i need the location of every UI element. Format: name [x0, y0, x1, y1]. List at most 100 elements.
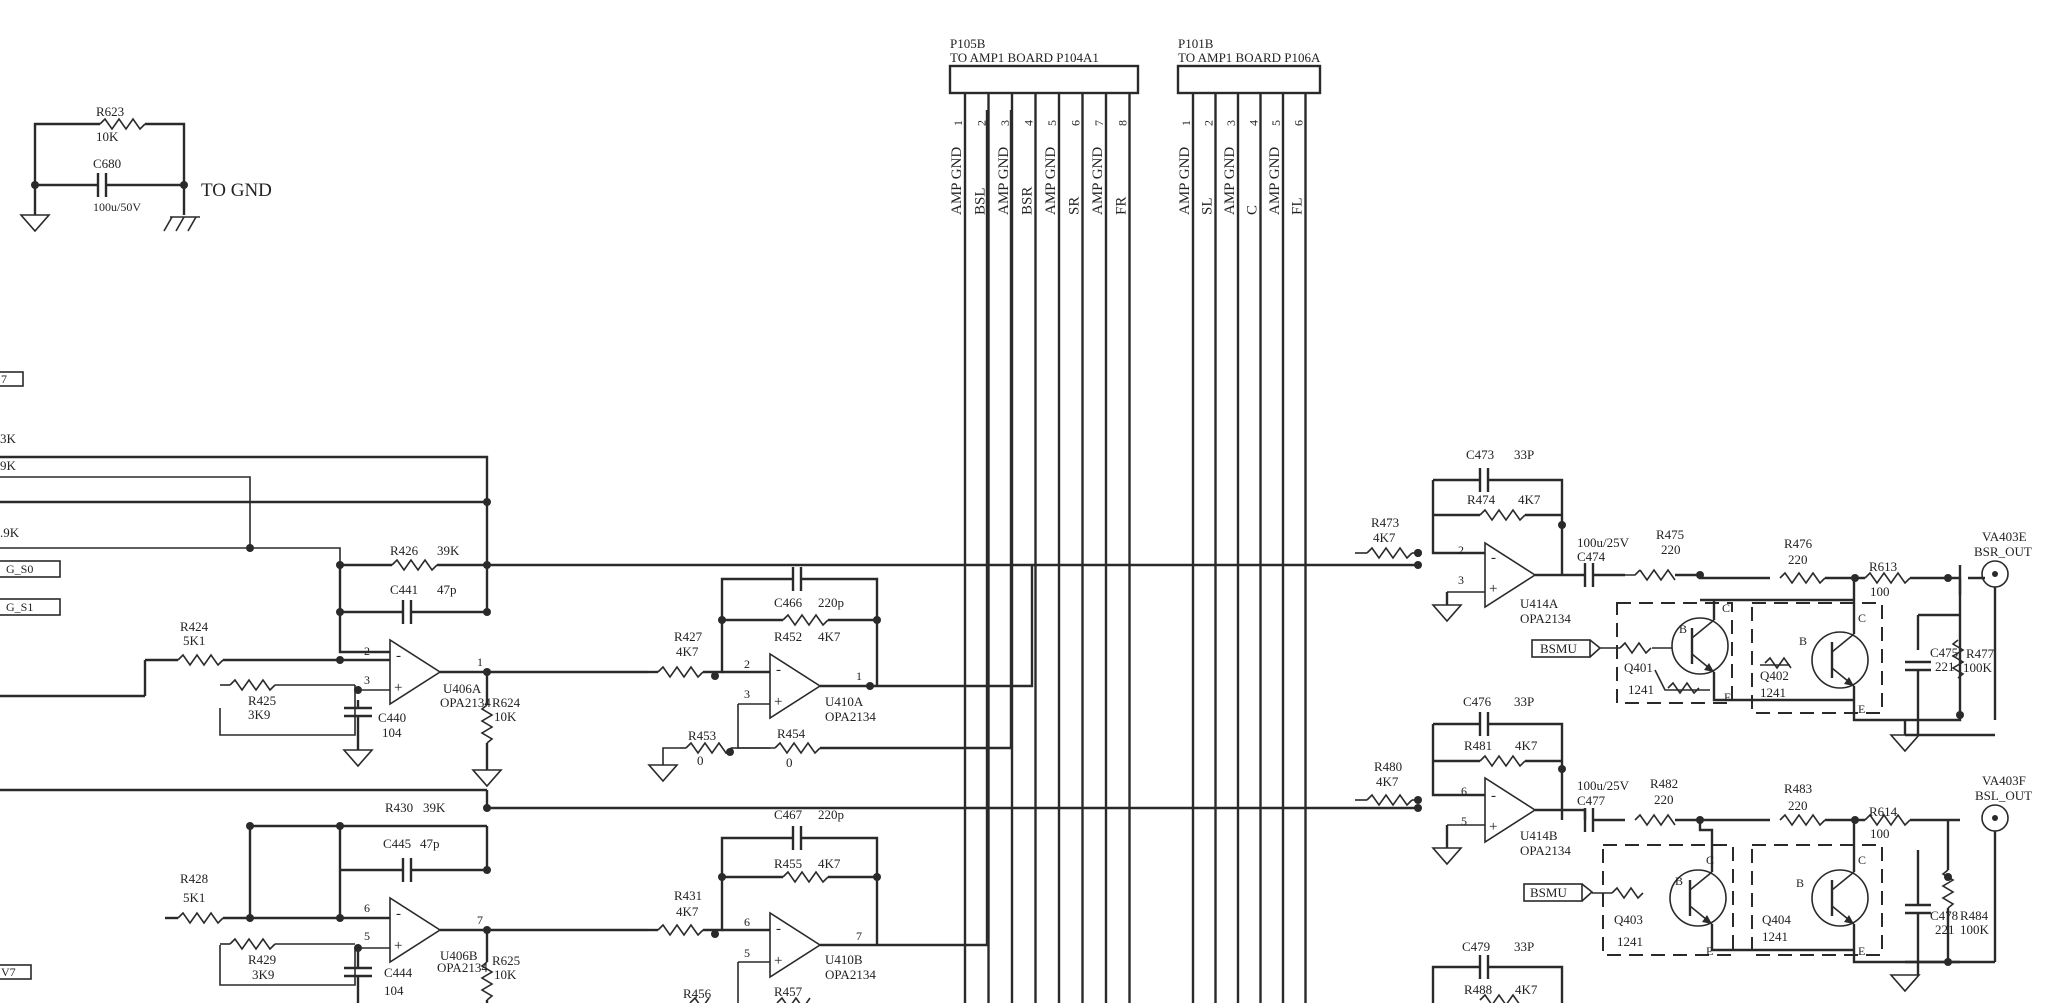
svg-text:47p: 47p: [437, 582, 457, 597]
p101b-signal-label: AMP GND: [1267, 147, 1283, 215]
svg-text:33P: 33P: [1514, 447, 1534, 462]
svg-text:C440: C440: [378, 710, 406, 725]
svg-text:-: -: [1491, 788, 1496, 804]
svg-text:C478: C478: [1930, 908, 1958, 923]
svg-text:4K7: 4K7: [1376, 774, 1399, 789]
svg-text:E: E: [1858, 944, 1865, 958]
svg-text:39K: 39K: [437, 543, 460, 558]
svg-text:U414B: U414B: [1520, 828, 1558, 843]
svg-text:-: -: [396, 648, 401, 664]
svg-text:4K7: 4K7: [676, 644, 699, 659]
svg-text:100: 100: [1870, 826, 1890, 841]
svg-text:1: 1: [856, 669, 862, 683]
svg-text:100u/25V: 100u/25V: [1577, 535, 1630, 550]
svg-text:C: C: [1858, 853, 1866, 867]
va403f-label: VA403F: [1982, 773, 2026, 788]
svg-text:1241: 1241: [1617, 934, 1643, 949]
svg-text:7: 7: [1, 372, 7, 386]
p105b-pin-number: 3: [998, 120, 1012, 126]
svg-text:220: 220: [1788, 798, 1808, 813]
svg-text:3K: 3K: [0, 431, 17, 446]
svg-text:1241: 1241: [1628, 682, 1654, 697]
p101b-signal-label: FL: [1290, 197, 1306, 215]
svg-text:220: 220: [1788, 552, 1808, 567]
svg-text:B: B: [1799, 634, 1807, 648]
svg-text:Q403: Q403: [1614, 912, 1643, 927]
svg-text:R480: R480: [1374, 759, 1402, 774]
svg-text:2: 2: [364, 644, 370, 658]
svg-text:1: 1: [477, 655, 483, 669]
p105b-pin-number: 4: [1022, 120, 1036, 126]
svg-text:39K: 39K: [423, 800, 446, 815]
stage1-bottom-circuit: R430 39K C445 47p R428 5K1 R429 3K9 C444…: [165, 790, 1335, 1003]
svg-text:10K: 10K: [494, 709, 517, 724]
p105b-signal-label: AMP GND: [1090, 147, 1106, 215]
svg-text:R424: R424: [180, 619, 209, 634]
p101b-signal-label: SL: [1200, 197, 1216, 215]
svg-text:3: 3: [364, 673, 370, 687]
p101b-signal-label: AMP GND: [1177, 147, 1193, 215]
svg-text:10K: 10K: [494, 967, 517, 982]
svg-text:+: +: [1489, 581, 1497, 597]
svg-text:100K: 100K: [1960, 922, 1990, 937]
p101b-pin-number: 3: [1224, 120, 1238, 126]
r623-label: R623: [96, 104, 124, 119]
svg-text:U410B: U410B: [825, 952, 863, 967]
svg-text:9K: 9K: [0, 458, 17, 473]
p105b-dest: TO AMP1 BOARD P104A1: [950, 50, 1099, 65]
svg-text:+: +: [774, 694, 782, 710]
svg-text:5K1: 5K1: [183, 633, 205, 648]
svg-text:C476: C476: [1463, 694, 1492, 709]
svg-text:104: 104: [384, 983, 404, 998]
svg-text:2: 2: [744, 657, 750, 671]
p101b-signal-label: C: [1245, 205, 1261, 215]
svg-text:1241: 1241: [1762, 929, 1788, 944]
svg-text:C441: C441: [390, 582, 418, 597]
svg-text:.9K: .9K: [0, 525, 20, 540]
svg-text:R431: R431: [674, 888, 702, 903]
svg-text:R456: R456: [683, 986, 712, 1001]
svg-text:C: C: [1722, 601, 1730, 615]
svg-text:R482: R482: [1650, 776, 1678, 791]
svg-text:E: E: [1706, 944, 1713, 958]
svg-text:+: +: [394, 680, 402, 696]
svg-text:5: 5: [744, 946, 750, 960]
svg-text:R624: R624: [492, 695, 521, 710]
output-top-circuit: C473 33P R474 4K7 R473 4K7 U414A OPA2134…: [1355, 447, 2032, 752]
p105b-pin-number: 5: [1045, 120, 1059, 126]
p101b-pin-number: 2: [1202, 120, 1216, 126]
svg-text:2: 2: [1458, 543, 1464, 557]
svg-text:R455: R455: [774, 856, 802, 871]
svg-text:3: 3: [1458, 573, 1464, 587]
svg-text:E: E: [1858, 702, 1865, 716]
svg-text:7: 7: [477, 913, 483, 927]
g-s1-port: G_S1: [6, 600, 33, 614]
svg-text:47p: 47p: [420, 836, 440, 851]
c680-value: 100u/50V: [93, 200, 141, 214]
p105b-name: P105B: [950, 36, 986, 51]
svg-text:R475: R475: [1656, 527, 1684, 542]
p101b-pin-number: 6: [1292, 120, 1306, 126]
svg-text:U406B: U406B: [440, 948, 478, 963]
svg-text:220: 220: [1654, 792, 1674, 807]
svg-text:OPA2134: OPA2134: [440, 695, 491, 710]
svg-text:5: 5: [364, 929, 370, 943]
svg-text:6: 6: [364, 901, 370, 915]
svg-text:0: 0: [786, 755, 793, 770]
svg-text:3K9: 3K9: [252, 967, 274, 982]
ground-tie-network: R623 10K C680 100u/50V TO GND: [20, 104, 272, 232]
p101b-dest: TO AMP1 BOARD P106A: [1178, 50, 1321, 65]
svg-text:U414A: U414A: [1520, 596, 1559, 611]
stage2-bottom-circuit: C467 220p R455 4K7 R431 4K7 R456 R457 U4…: [648, 110, 989, 1003]
svg-text:R473: R473: [1371, 515, 1399, 530]
svg-text:+: +: [394, 938, 402, 954]
svg-text:4K7: 4K7: [818, 856, 841, 871]
p101b-name: P101B: [1178, 36, 1214, 51]
svg-text:OPA2134: OPA2134: [825, 709, 876, 724]
svg-text:U410A: U410A: [825, 694, 864, 709]
p105b-pin-number: 1: [951, 120, 965, 126]
svg-text:100u/25V: 100u/25V: [1577, 778, 1630, 793]
svg-text:Q401: Q401: [1624, 660, 1653, 675]
svg-text:R477: R477: [1966, 646, 1995, 661]
svg-text:C473: C473: [1466, 447, 1494, 462]
